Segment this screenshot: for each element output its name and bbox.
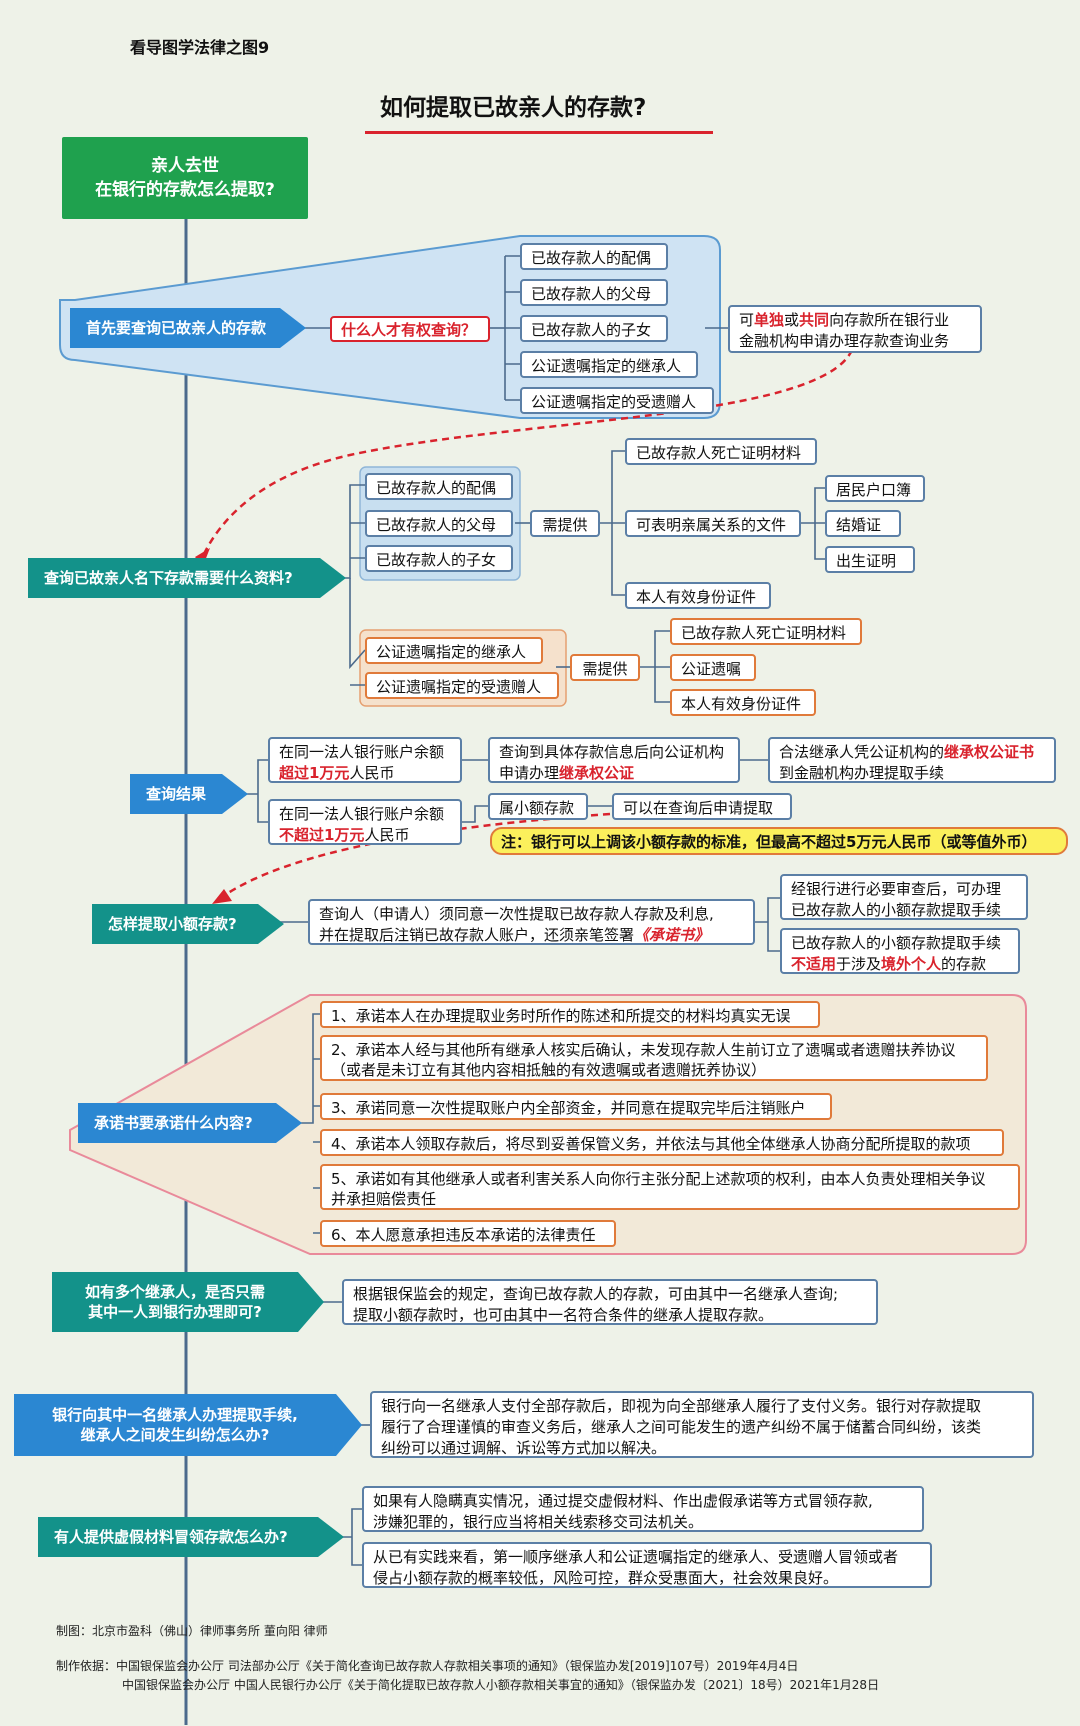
sec3-over-step: 查询到具体存款信息后向公证机构申请办理继承权公证 (488, 737, 740, 783)
sec1-item-0: 已故存款人的配偶 (520, 243, 668, 270)
sec2-relation-item-1: 结婚证 (825, 510, 901, 537)
sec8-label: 有人提供虚假材料冒领存款怎么办? (38, 1517, 344, 1557)
sec5-item-4: 5、承诺如有其他继承人或者利害关系人向你行主张分配上述款项的权利，由本人负责处理… (320, 1164, 1020, 1210)
sec1-item-3: 公证遗嘱指定的继承人 (520, 351, 698, 378)
sec3-over: 在同一法人银行账户余额超过1万元人民币 (268, 737, 462, 783)
sec2-doc-relation: 可表明亲属关系的文件 (625, 510, 801, 537)
sec2-groupB-1: 公证遗嘱指定的受遗赠人 (365, 672, 559, 699)
series-label: 看导图学法律之图9 (130, 38, 270, 57)
sec3-small: 属小额存款 (488, 793, 588, 820)
sec2-groupB-0: 公证遗嘱指定的继承人 (365, 637, 543, 664)
sec4-label: 怎样提取小额存款? (92, 904, 284, 944)
sec4-r1: 经银行进行必要审查后，可办理 已故存款人的小额存款提取手续 (780, 874, 1028, 920)
sec5-item-0: 1、承诺本人在办理提取业务时所作的陈述和所提交的材料均真实无误 (320, 1001, 820, 1028)
sec1-item-4: 公证遗嘱指定的受遗赠人 (520, 387, 714, 414)
sec8-t1: 如果有人隐瞒真实情况，通过提交虚假材料、作出虚假承诺等方式冒领存款, 涉嫌犯罪的… (362, 1486, 924, 1532)
sec3-under: 在同一法人银行账户余额不超过1万元人民币 (268, 799, 462, 845)
sec2-relation-item-2: 出生证明 (825, 546, 915, 573)
title-underline (365, 131, 713, 134)
sec2-need2: 需提供 (570, 654, 640, 681)
sec1-item-1: 已故存款人的父母 (520, 279, 668, 306)
sec6-label: 如有多个继承人，是否只需 其中一人到银行办理即可? (52, 1272, 324, 1332)
sec5-label: 承诺书要承诺什么内容? (78, 1103, 302, 1143)
sec2-relation-item-0: 居民户口簿 (825, 475, 925, 502)
sec7-label: 银行向其中一名继承人办理提取手续, 继承人之间发生纠纷怎么办? (14, 1394, 362, 1456)
sec2-doc-death: 已故存款人死亡证明材料 (625, 438, 817, 465)
sec2-groupA-1: 已故存款人的父母 (365, 510, 513, 537)
footer-basis-1: 制作依据：中国银保监会办公厅 司法部办公厅《关于简化查询已故存款人存款相关事项的… (56, 1659, 799, 1673)
sec1-question: 什么人才有权查询？ (330, 316, 490, 342)
sec8-t2: 从已有实践来看，第一顺序继承人和公证遗嘱指定的继承人、受遗赠人冒领或者 侵占小额… (362, 1542, 932, 1588)
page-title: 如何提取已故亲人的存款? (380, 95, 647, 121)
sec5-item-2: 3、承诺同意一次性提取账户内全部资金，并同意在提取完毕后注销账户 (320, 1093, 832, 1120)
footer-basis-2: 中国银保监会办公厅 中国人民银行办公厅《关于简化提取已故存款人小额存款相关事宜的… (122, 1678, 880, 1692)
sec2-docB-1: 公证遗嘱 (670, 654, 756, 681)
root-node: 亲人去世 在银行的存款怎么提取? (62, 137, 308, 219)
sec5-item-3: 4、承诺本人领取存款后，将尽到妥善保管义务，并依法与其他全体继承人协商分配所提取… (320, 1129, 1004, 1156)
footer-maker: 制图：北京市盈科（佛山）律师事务所 董向阳 律师 (56, 1624, 328, 1638)
sec2-groupA-0: 已故存款人的配偶 (365, 473, 513, 500)
sec4-text: 查询人（申请人）须同意一次性提取已故存款人存款及利息,并在提取后注销已故存款人账… (308, 899, 755, 945)
sec3-over-result: 合法继承人凭公证机构的继承权公证书到金融机构办理提取手续 (768, 737, 1056, 783)
sec2-need: 需提供 (530, 510, 600, 537)
sec5-item-1: 2、承诺本人经与其他所有继承人核实后确认，未发现存款人生前订立了遗嘱或者遗赠扶养… (320, 1035, 988, 1081)
sec3-note: 注：银行可以上调该小额存款的标准，但最高不超过5万元人民币（或等值外币） (490, 827, 1068, 855)
sec3-small-result: 可以在查询后申请提取 (612, 793, 792, 820)
sec2-label: 查询已故亲人名下存款需要什么资料? (28, 558, 346, 598)
sec6-text: 根据银保监会的规定，查询已故存款人的存款，可由其中一名继承人查询; 提取小额存款… (342, 1279, 878, 1325)
sec2-doc-id: 本人有效身份证件 (625, 582, 771, 609)
sec2-docB-2: 本人有效身份证件 (670, 689, 816, 716)
sec1-item-2: 已故存款人的子女 (520, 315, 668, 342)
sec5-item-5: 6、本人愿意承担违反本承诺的法律责任 (320, 1220, 616, 1247)
sec1-note: 可单独或共同向存款所在银行业 金融机构申请办理存款查询业务 (728, 305, 982, 353)
sec2-groupA-2: 已故存款人的子女 (365, 545, 513, 572)
sec7-text: 银行向一名继承人支付全部存款后，即视为向全部继承人履行了支付义务。银行对存款提取… (370, 1391, 1034, 1458)
sec3-label: 查询结果 (130, 774, 248, 814)
sec2-docB-0: 已故存款人死亡证明材料 (670, 618, 862, 645)
sec4-r2: 已故存款人的小额存款提取手续不适用于涉及境外个人的存款 (780, 928, 1020, 974)
sec1-label: 首先要查询已故亲人的存款 (70, 308, 306, 348)
